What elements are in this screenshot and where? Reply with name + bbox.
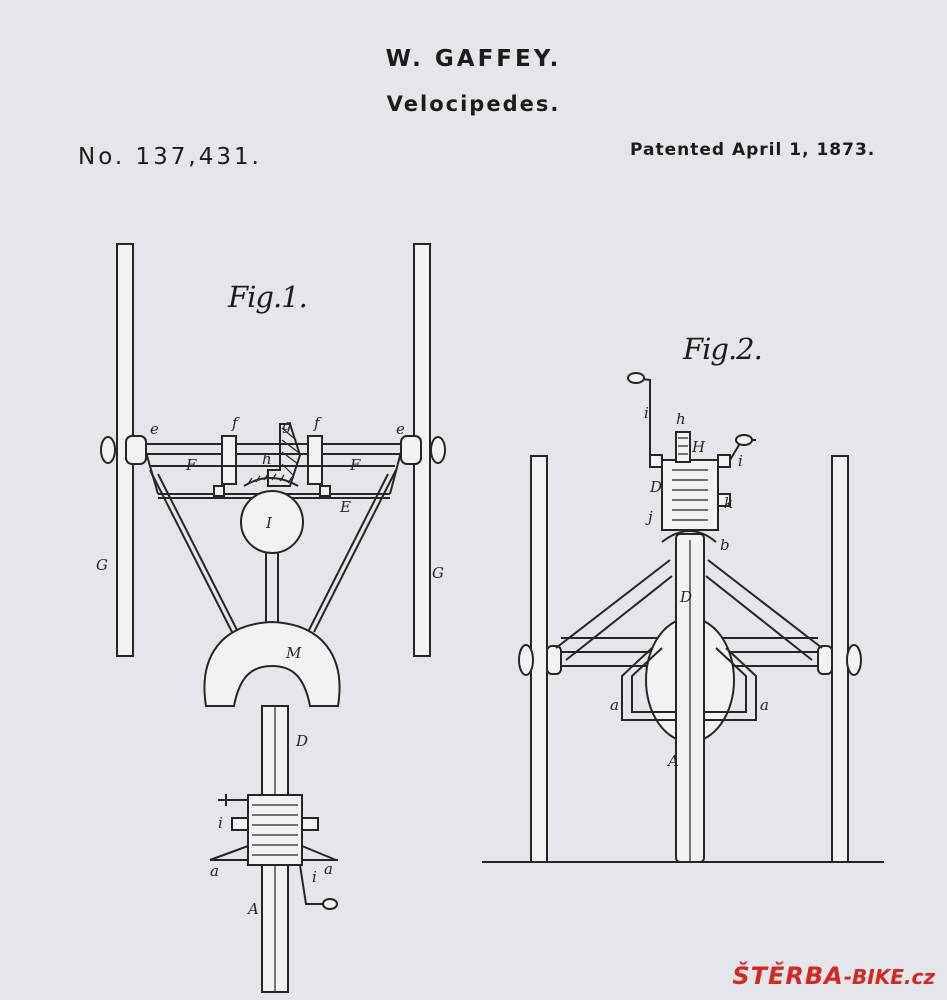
fig1-ball-I (240, 490, 304, 554)
fig1-label-e-left: e (150, 420, 159, 438)
fig1-label-f-left: f (231, 414, 240, 432)
fig2-label-D-mid: D (679, 588, 692, 606)
fig2-right-wheel (831, 455, 849, 863)
fig2-label-H: H (691, 438, 706, 456)
fig2-label-A: A (666, 752, 679, 770)
fig1-label-F-right: F (349, 456, 361, 474)
fig2-label-k: k (724, 494, 733, 512)
fig1-label-F-left: F (185, 456, 197, 474)
fig1-saddle (203, 620, 341, 707)
fig1-left-hub-outer (100, 436, 116, 464)
figure-1-drawing (100, 243, 446, 993)
fig1-label-A: A (246, 900, 259, 918)
fig1-label-i-left: i (218, 814, 223, 832)
fig2-label-a-left: a (610, 696, 619, 714)
fig2-label-i-right: i (738, 452, 743, 470)
fig2-label-j: j (645, 508, 653, 526)
fig2-label-b: b (720, 536, 730, 554)
inventor-name: W. GAFFEY. (385, 46, 562, 72)
fig1-label-a-left: a (210, 862, 219, 880)
patent-subject: Velocipedes. (386, 92, 561, 116)
fig2-label-D-top: D (649, 478, 662, 496)
fig1-right-hub-outer (430, 436, 446, 464)
watermark-logo: ŠTĚRBA-BIKE.cz (732, 962, 935, 990)
watermark-brand: ŠTĚRBA (732, 962, 844, 990)
fig1-label-E: E (339, 498, 351, 516)
fig1-label-f-right: f (313, 414, 322, 432)
fig1-left-hub (125, 435, 147, 465)
fig1-label-M: M (285, 644, 302, 662)
fig1-label-D: D (295, 732, 308, 750)
fig1-label-I: I (265, 514, 273, 532)
fig1-label-G-left: G (96, 556, 108, 574)
fig2-label-a-right: a (760, 696, 769, 714)
fig1-label-h: h (262, 450, 272, 468)
fig1-label-a-right: a (324, 860, 333, 878)
fig2-label-h: h (676, 410, 686, 428)
figure-1-title: Fig.1. (228, 280, 308, 314)
fig1-label-e-right: e (396, 420, 405, 438)
fig1-label-G-right: G (432, 564, 444, 582)
watermark-suffix: -BIKE.cz (843, 965, 935, 989)
patent-number: No. 137,431. (78, 144, 262, 170)
figure-2-title: Fig.2. (683, 332, 763, 366)
fig1-label-g: g (282, 416, 292, 434)
fig1-label-i-right: i (312, 868, 317, 886)
fig1-right-hub (400, 435, 422, 465)
figure-2-drawing (482, 372, 884, 863)
patent-date: Patented April 1, 1873. (630, 140, 876, 160)
fig2-label-i-top: i (644, 404, 649, 422)
